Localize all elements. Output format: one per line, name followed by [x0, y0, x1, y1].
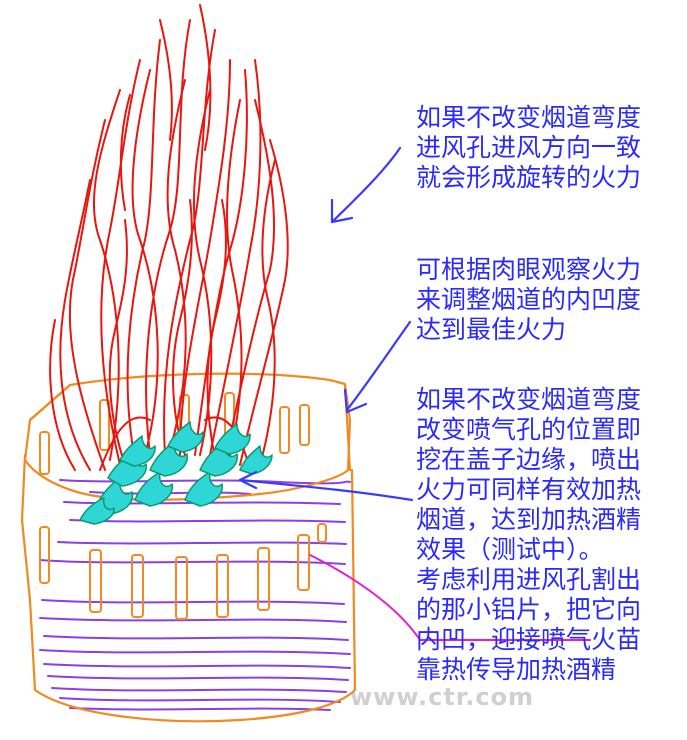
- red-flames: [49, 4, 289, 471]
- annotation-rotating-fire: 如果不改变烟道弯度 进风孔进风方向一致 就会形成旋转的火力: [416, 103, 642, 192]
- annotation-arrows: [238, 146, 414, 502]
- annotation-adjust-flue: 可根据肉眼观察火力 来调整烟道的内凹度 达到最佳火力: [416, 255, 642, 344]
- alcohol-liquid: [39, 479, 351, 711]
- gas-jets: [79, 421, 273, 525]
- annotation-jet-position: 如果不改变烟道弯度 改变喷气孔的位置即 挖在盖子边缘，喷出 火力可同样有效加热 …: [416, 385, 642, 684]
- watermark: www.ctr.com: [350, 683, 535, 711]
- pointer-line: [309, 554, 591, 641]
